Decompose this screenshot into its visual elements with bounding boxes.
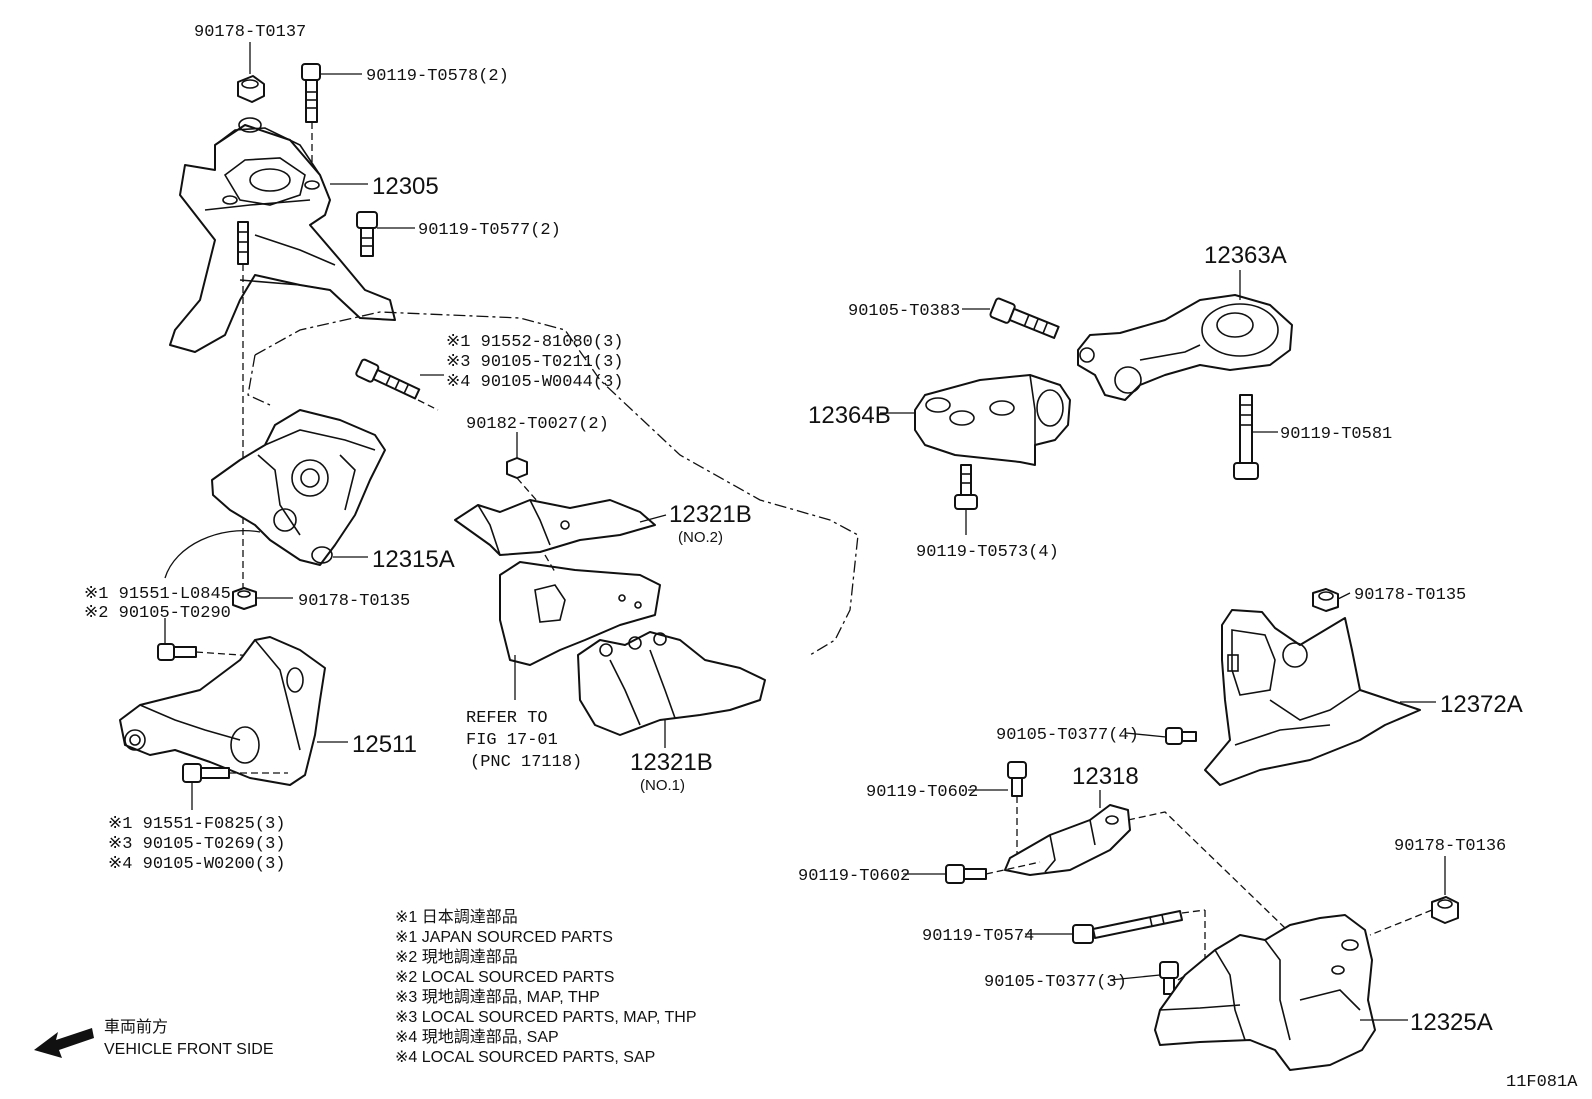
bolt-90119-t0602-horizontal-drawing bbox=[945, 861, 1041, 884]
label-no1: (NO.1) bbox=[640, 777, 685, 794]
label-90119-t0574: 90119-T0574 bbox=[922, 927, 1034, 946]
legend-line-5: ※3 現地調達部品, MAP, THP bbox=[395, 988, 600, 1006]
label-90119-t0602-b: 90119-T0602 bbox=[798, 867, 910, 886]
label-90105-t0383: 90105-T0383 bbox=[848, 302, 960, 321]
bolt-90119-t0578-drawing bbox=[301, 63, 321, 175]
label-pnc-17118: (PNC 17118) bbox=[470, 753, 582, 772]
legend-line-4: ※2 LOCAL SOURCED PARTS bbox=[395, 969, 614, 986]
vehicle-front-label-en: VEHICLE FRONT SIDE bbox=[104, 1041, 274, 1058]
bolt-group3-drawing bbox=[182, 763, 288, 783]
label-91552-81080: ※1 91552-81080(3) bbox=[446, 333, 623, 352]
label-90178-t0137: 90178-T0137 bbox=[194, 23, 306, 42]
legend: ※1 日本調達部品 ※1 JAPAN SOURCED PARTS ※2 現地調達… bbox=[395, 908, 697, 1066]
bolt-90105-t0383-drawing bbox=[989, 297, 1060, 339]
legend-line-1: ※1 日本調達部品 bbox=[395, 908, 518, 926]
bracket-12325a-drawing bbox=[1154, 914, 1376, 1071]
label-90119-t0602-a: 90119-T0602 bbox=[866, 783, 978, 802]
bolt-90105-t0377-3-drawing bbox=[1159, 959, 1211, 995]
stud-and-axis-line bbox=[237, 221, 249, 590]
label-12325a: 12325A bbox=[1410, 1009, 1493, 1036]
legend-line-6: ※3 LOCAL SOURCED PARTS, MAP, THP bbox=[395, 1009, 697, 1026]
label-12318: 12318 bbox=[1072, 763, 1139, 790]
legend-line-7: ※4 現地調達部品, SAP bbox=[395, 1028, 559, 1046]
bracket-12315a-drawing bbox=[211, 409, 386, 566]
label-12511: 12511 bbox=[352, 731, 417, 758]
bolt-90119-t0581-drawing bbox=[1233, 394, 1259, 480]
label-90178-t0135-left: 90178-T0135 bbox=[298, 592, 410, 611]
bolt-90119-t0574-drawing bbox=[1072, 909, 1206, 975]
label-90105-w0200: ※4 90105-W0200(3) bbox=[108, 855, 285, 874]
bolt-group2-drawing bbox=[157, 643, 256, 661]
leader-lines bbox=[164, 42, 1446, 1021]
bracket-refer-fig-17-01-drawing bbox=[499, 554, 661, 666]
curve-lead-group2 bbox=[164, 530, 261, 579]
label-12321b-no1: 12321B bbox=[630, 749, 713, 776]
label-90105-t0269: ※3 90105-T0269(3) bbox=[108, 835, 285, 854]
label-90178-t0136: 90178-T0136 bbox=[1394, 837, 1506, 856]
label-90119-t0573: 90119-T0573(4) bbox=[916, 543, 1059, 562]
assembly-boundary-line-left bbox=[247, 354, 271, 406]
label-no2: (NO.2) bbox=[678, 529, 723, 546]
nut-90178-t0135-left-drawing bbox=[232, 587, 257, 610]
nut-90178-t0135-right-drawing bbox=[1312, 588, 1339, 612]
bolt-90119-t0602-vertical-drawing bbox=[1007, 761, 1027, 855]
label-12363a: 12363A bbox=[1204, 242, 1287, 269]
label-90119-t0578: 90119-T0578(2) bbox=[366, 67, 509, 86]
nut-90178-t0137-drawing bbox=[237, 75, 265, 103]
label-90105-t0211: ※3 90105-T0211(3) bbox=[446, 353, 623, 372]
label-fig-17-01: FIG 17-01 bbox=[466, 731, 558, 750]
bolt-group1-drawing bbox=[355, 358, 439, 411]
label-90105-w0044: ※4 90105-W0044(3) bbox=[446, 373, 623, 392]
label-91551-f0825: ※1 91551-F0825(3) bbox=[108, 815, 285, 834]
label-12305: 12305 bbox=[372, 173, 439, 200]
vehicle-front-arrow-icon bbox=[34, 1028, 94, 1058]
bracket-12318-drawing bbox=[1004, 790, 1131, 876]
label-refer-to: REFER TO bbox=[466, 709, 548, 728]
label-12372a: 12372A bbox=[1440, 691, 1523, 718]
label-12321b-no2: 12321B bbox=[669, 501, 752, 528]
label-90105-t0290: ※2 90105-T0290 bbox=[84, 604, 231, 623]
dashed-12318-to-12325a bbox=[1127, 811, 1286, 929]
engine-mount-12305-drawing bbox=[169, 117, 396, 353]
label-90178-t0135-right: 90178-T0135 bbox=[1354, 586, 1466, 605]
label-90119-t0577: 90119-T0577(2) bbox=[418, 221, 561, 240]
legend-line-2: ※1 JAPAN SOURCED PARTS bbox=[395, 929, 613, 946]
figure-id: 11F081A bbox=[1506, 1073, 1578, 1092]
bolt-90105-t0377-4-drawing bbox=[1165, 727, 1197, 745]
bracket-12511-drawing bbox=[119, 636, 326, 786]
insulator-12321b-no2-drawing bbox=[454, 499, 656, 556]
vehicle-front-label-jp: 車両前方 bbox=[104, 1018, 168, 1036]
label-90182-t0027: 90182-T0027(2) bbox=[466, 415, 609, 434]
label-90119-t0581: 90119-T0581 bbox=[1280, 425, 1392, 444]
insulator-12321b-no1-drawing bbox=[577, 631, 766, 736]
label-91551-l0845: ※1 91551-L0845 bbox=[84, 585, 231, 604]
nut-90178-t0136-drawing bbox=[1369, 896, 1459, 936]
mount-rod-12363a-drawing bbox=[1077, 294, 1293, 401]
legend-line-3: ※2 現地調達部品 bbox=[395, 948, 518, 966]
label-90105-t0377-4: 90105-T0377(4) bbox=[996, 726, 1139, 745]
bolt-90119-t0573-drawing bbox=[954, 464, 978, 535]
assembly-boundary-line bbox=[254, 311, 859, 656]
label-12315a: 12315A bbox=[372, 546, 455, 573]
mount-12372a-drawing bbox=[1204, 609, 1421, 786]
bracket-12364b-drawing bbox=[914, 374, 1071, 466]
bolt-90119-t0577-drawing bbox=[356, 211, 378, 257]
legend-line-8: ※4 LOCAL SOURCED PARTS, SAP bbox=[395, 1049, 655, 1066]
label-90105-t0377-3: 90105-T0377(3) bbox=[984, 973, 1127, 992]
label-12364b: 12364B bbox=[808, 402, 891, 429]
